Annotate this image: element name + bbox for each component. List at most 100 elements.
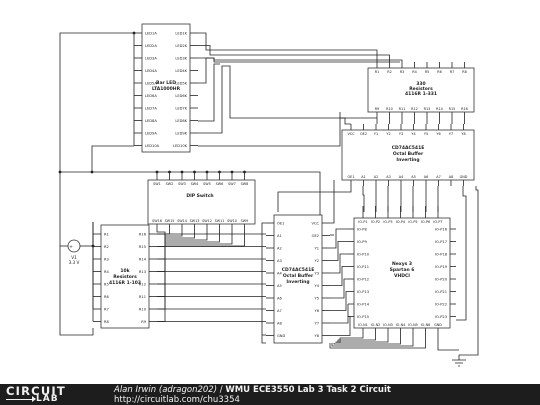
junction-dot (90, 170, 94, 174)
nexys-body (353, 217, 451, 329)
buf-bot-left-pin-label: A3 (277, 259, 282, 263)
wire-path (156, 230, 166, 322)
r330-name: 330 (416, 81, 425, 87)
nexys-left-pin-label: IO-P14 (357, 303, 370, 307)
buf-top-bottom-pin-label: A1 (361, 175, 365, 179)
voltage-source-icon (67, 239, 81, 253)
nexys-top-pin-label: IO-P7 (433, 220, 442, 224)
buf-bot-right-pin-label: VCC (312, 222, 320, 226)
r10k-left-pin-label: R2 (104, 245, 109, 249)
junction-dot (243, 170, 246, 174)
bar-led-left-pin-label: LED2A (145, 44, 157, 48)
author-name[interactable]: Alan Irwin (adragon202) (114, 385, 218, 395)
buf-bot-left-pin-label: A6 (277, 297, 282, 301)
junction-dot (155, 170, 159, 174)
r330-bottom-pin-label: R10 (386, 107, 393, 111)
buf-bot-left-pin-label: A5 (277, 284, 282, 288)
source-name: V1 (71, 255, 77, 260)
bar-led-left-pin-label: LED8A (145, 119, 157, 123)
bar-led-left-pin-label: LED7A (145, 107, 157, 111)
nexys-top-pin-label: IO-P6 (421, 220, 430, 224)
buf-bot-left-pin-label: OE1 (277, 222, 284, 226)
r330-bottom-pin-label: R15 (449, 107, 456, 111)
bar-led-right-pin-label: LED1K (175, 32, 187, 36)
buf-bot-right-pin-label: OE2 (312, 234, 319, 238)
nexys-top-pin-label: IO-P5 (408, 220, 417, 224)
nexys-left-pin-label: IO-P12 (357, 278, 369, 282)
resistors-10k-body (100, 224, 150, 329)
nexys-right-pin-label: IO-P20 (435, 278, 448, 282)
nexys-top-pin-label: IO-P4 (396, 220, 405, 224)
wire-path (362, 186, 365, 212)
r10k-right-pin-label: R16 (139, 233, 147, 237)
nexys-bottom-pin-label: IO-N2 (371, 323, 381, 327)
r330-part: 4116R 1-331 (405, 91, 437, 97)
wire-path (337, 334, 376, 343)
source-plus-sign: + (69, 244, 73, 250)
wire-path (330, 304, 349, 324)
wire-path (157, 230, 195, 285)
junction-dot (230, 170, 234, 174)
wire-path (198, 57, 403, 62)
buf-top-sub2: Inverting (396, 157, 419, 163)
bar-led-right-pin-label: LED4K (175, 69, 187, 73)
components: LED1ALED2ALED3ALED4ALED5ALED6ALED7ALED8A… (67, 23, 475, 367)
r10k-right-pin-label: R13 (139, 270, 146, 274)
buf-top-bottom-pin-label: GND (460, 175, 468, 179)
buf-bot-right-pin-label: Y3 (315, 272, 319, 276)
r10k-right-pin-label: R14 (139, 258, 147, 262)
dip-top-pin-label: SW4 (191, 182, 199, 186)
credit-line: Alan Irwin (adragon202) / WMU ECE3550 La… (114, 385, 391, 395)
dip-bottom-pin-label: SW14 (177, 219, 187, 223)
circuit-url[interactable]: http://circuitlab.com/chu3354 (114, 395, 240, 405)
dip-bottom-pin-label: SW11 (215, 219, 225, 223)
nexys-bottom-pin-label: IO-N4 (396, 323, 406, 327)
wire-path (458, 186, 479, 360)
nexys-right-pin-label: IO-P21 (435, 290, 447, 294)
nexys-right-pin-label: IO-P19 (435, 265, 448, 269)
nexys-right-pin-label: IO-P22 (435, 303, 447, 307)
wire-path (340, 117, 351, 125)
dip-name: DIP Switch (186, 193, 213, 199)
wire-path (456, 186, 467, 321)
nexys-left-pin-label: IO-P11 (357, 265, 369, 269)
dip-top-pin-label: SW7 (228, 182, 236, 186)
resistors-330-body (367, 67, 475, 113)
buf-top-top-pin-label: VCC (347, 132, 355, 136)
r330-top-pin-label: R2 (387, 70, 392, 74)
nexys-bottom-pin-label: IO-N1 (358, 323, 368, 327)
buf-top-bottom-pin-label: A8 (449, 175, 453, 179)
buf-top-bottom-pin-label: A5 (411, 175, 415, 179)
nexys-right-pin-label: IO-P18 (435, 253, 448, 257)
buf-top-top-pin-label: Y3 (399, 132, 403, 136)
bar-led-left-pin-label: LED3A (145, 57, 157, 61)
bar-led-left-pin-label: LED1A (145, 32, 157, 36)
junction-dot (58, 170, 62, 174)
wire-path (330, 278, 348, 299)
circuitlab-logo[interactable]: CIRCUIT LAB (6, 385, 101, 404)
nexys-top-pin-label: IO-P1 (358, 220, 367, 224)
logo-wire-icon (6, 399, 34, 400)
nexys-bottom-pin-label: IO-N6 (421, 323, 431, 327)
nexys-left-pin-label: IO-P8 (357, 228, 367, 232)
junction-dot (218, 170, 221, 174)
nexys-right-pin-label: IO-P23 (435, 315, 447, 319)
r330-bottom-pin-label: R11 (399, 107, 406, 111)
buf-bot-left-pin-label: GND (277, 334, 285, 338)
wire-path (330, 316, 351, 336)
bar-led-right-pin-label: LED6K (175, 94, 187, 98)
nexys-left-pin-label: IO-P13 (357, 290, 369, 294)
r10k-right-pin-label: R10 (139, 308, 147, 312)
buf-top-bottom-pin-label: A3 (386, 175, 390, 179)
wire-path (198, 32, 378, 62)
buf-bot-right-pin-label: Y8 (315, 334, 320, 338)
r330-top-pin-label: R7 (450, 70, 455, 74)
nexys-right-pin-label: IO-P16 (435, 228, 448, 232)
r330-top-pin-label: R8 (462, 70, 467, 74)
junction-dot (205, 170, 209, 174)
buf-bot-right-pin-label: Y2 (315, 259, 319, 263)
r10k-left-pin-label: R1 (104, 233, 109, 237)
buffer-bottom-body (273, 214, 323, 344)
buf-top-top-pin-label: Y8 (461, 132, 465, 136)
r10k-left-pin-label: R7 (104, 308, 109, 312)
